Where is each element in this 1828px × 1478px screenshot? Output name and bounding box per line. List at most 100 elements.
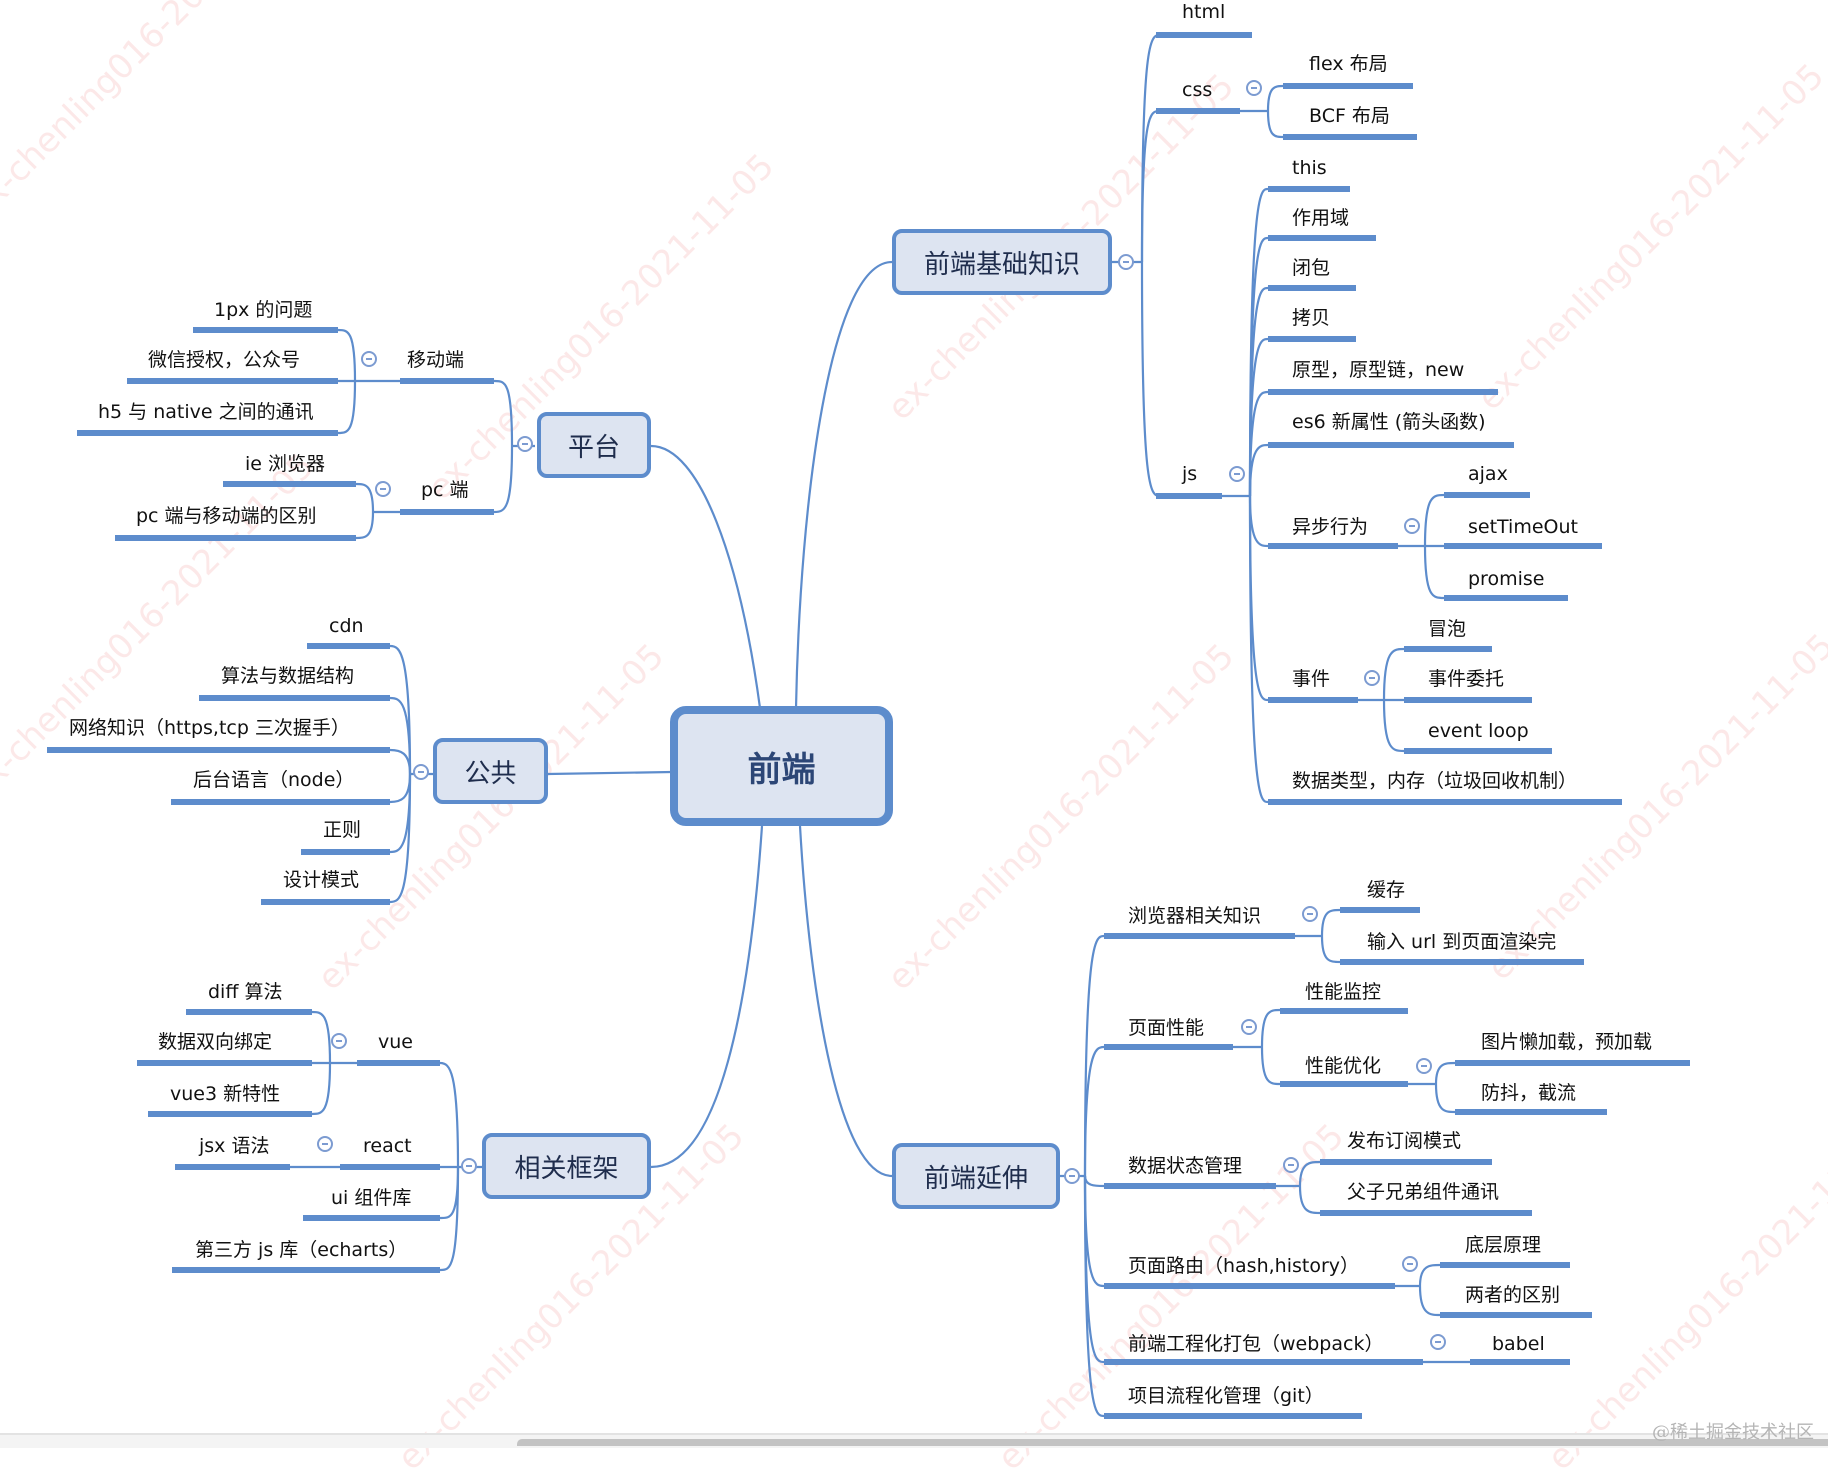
collapse-icon[interactable] [461,1158,477,1174]
node-copy[interactable]: 拷贝 [1292,307,1331,329]
collapse-icon[interactable] [1118,254,1134,270]
node-perf[interactable]: 页面性能 [1128,1017,1205,1039]
horizontal-scrollbar-thumb[interactable] [517,1439,1828,1446]
node-ajax[interactable]: ajax [1468,463,1508,485]
node-bcf[interactable]: BCF 布局 [1309,105,1390,127]
node-mobile[interactable]: 移动端 [407,349,465,371]
node-build[interactable]: 前端工程化打包（webpack） [1128,1333,1384,1355]
collapse-icon[interactable] [1430,1334,1446,1350]
topic-basics[interactable]: 前端基础知识 [892,229,1112,295]
node-h5[interactable]: h5 与 native 之间的通讯 [98,401,314,423]
node-promise[interactable]: promise [1468,568,1545,590]
node-underline [175,1164,290,1170]
collapse-icon[interactable] [1302,906,1318,922]
node-url[interactable]: 输入 url 到页面渲染完 [1367,931,1557,953]
node-css[interactable]: css [1182,79,1213,101]
node-scope[interactable]: 作用域 [1292,207,1350,229]
node-underline [1104,1413,1362,1419]
node-browser[interactable]: 浏览器相关知识 [1128,905,1262,927]
node-html[interactable]: html [1182,1,1226,23]
collapse-icon[interactable] [1416,1058,1432,1074]
node-ie[interactable]: ie 浏览器 [245,453,326,475]
root-topic[interactable]: 前端 [670,706,893,826]
node-bubble[interactable]: 冒泡 [1428,618,1467,640]
topic-common[interactable]: 公共 [433,738,548,804]
topic-frameworks[interactable]: 相关框架 [482,1133,651,1199]
node-underline [1320,1159,1492,1165]
node-difference[interactable]: 两者的区别 [1465,1284,1561,1306]
collapse-icon[interactable] [413,764,429,780]
node-network[interactable]: 网络知识（https,tcp 三次握手） [69,717,350,739]
node-underline [1444,492,1530,498]
node-comm[interactable]: 父子兄弟组件通讯 [1347,1181,1500,1203]
node-events[interactable]: 事件 [1292,668,1331,690]
node-regex[interactable]: 正则 [323,819,362,841]
node-cdn[interactable]: cdn [329,615,364,637]
collapse-icon[interactable] [331,1033,347,1049]
node-pubsub[interactable]: 发布订阅模式 [1347,1130,1462,1152]
node-underline [171,799,390,805]
node-1px[interactable]: 1px 的问题 [214,299,313,321]
node-js[interactable]: js [1182,463,1198,485]
node-async[interactable]: 异步行为 [1292,516,1369,538]
node-flex[interactable]: flex 布局 [1309,53,1388,75]
collapse-icon[interactable] [375,481,391,497]
collapse-icon[interactable] [1241,1019,1257,1035]
node-react[interactable]: react [363,1135,412,1157]
collapse-icon[interactable] [1283,1157,1299,1173]
collapse-icon[interactable] [1064,1168,1080,1184]
node-pattern[interactable]: 设计模式 [283,869,360,891]
collapse-icon[interactable] [1364,670,1380,686]
node-types[interactable]: 数据类型，内存（垃圾回收机制） [1292,770,1578,792]
node-underline [307,643,390,649]
topic-extension-label: 前端延伸 [923,1163,1028,1194]
node-proto[interactable]: 原型，原型链，new [1292,359,1465,381]
node-lazy[interactable]: 图片懒加载，预加载 [1481,1031,1653,1053]
collapse-icon[interactable] [1246,80,1262,96]
node-underline [199,695,390,701]
node-binding[interactable]: 数据双向绑定 [158,1031,273,1053]
node-pcdiff[interactable]: pc 端与移动端的区别 [136,505,317,527]
node-underline [303,1215,440,1221]
topic-extension[interactable]: 前端延伸 [892,1143,1060,1209]
node-underline [1404,697,1532,703]
node-this[interactable]: this [1292,157,1327,179]
collapse-icon[interactable] [317,1136,333,1152]
node-diff[interactable]: diff 算法 [208,981,283,1003]
node-ui[interactable]: ui 组件库 [331,1187,412,1209]
node-wechat[interactable]: 微信授权，公众号 [148,349,301,371]
node-cache[interactable]: 缓存 [1367,879,1406,901]
node-monitor[interactable]: 性能监控 [1305,981,1382,1003]
node-vue[interactable]: vue [378,1031,413,1053]
collapse-icon[interactable] [1404,518,1420,534]
collapse-icon[interactable] [1402,1256,1418,1272]
node-algo[interactable]: 算法与数据结构 [221,665,355,687]
collapse-icon[interactable] [1229,466,1245,482]
node-settimeout[interactable]: setTimeOut [1468,516,1578,538]
node-vue3[interactable]: vue3 新特性 [170,1083,281,1105]
node-babel[interactable]: babel [1492,1333,1545,1355]
node-es6[interactable]: es6 新属性 (箭头函数) [1292,411,1486,433]
node-optimize[interactable]: 性能优化 [1305,1055,1382,1077]
node-underline [1455,1060,1690,1066]
node-eventloop[interactable]: event loop [1428,720,1529,742]
node-state[interactable]: 数据状态管理 [1128,1155,1243,1177]
node-underline [47,747,390,753]
topic-basics-label: 前端基础知识 [923,249,1080,280]
collapse-icon[interactable] [517,436,533,452]
node-third[interactable]: 第三方 js 库（echarts） [195,1239,408,1261]
node-underline [357,1060,440,1066]
node-jsx[interactable]: jsx 语法 [199,1135,270,1157]
node-closure[interactable]: 闭包 [1292,257,1331,279]
collapse-icon[interactable] [361,351,377,367]
node-router[interactable]: 页面路由（hash,history） [1128,1255,1360,1277]
node-git[interactable]: 项目流程化管理（git） [1128,1385,1324,1407]
node-underline [1320,1210,1532,1216]
node-delegate[interactable]: 事件委托 [1428,668,1505,690]
node-pc[interactable]: pc 端 [421,479,469,501]
node-debounce[interactable]: 防抖，截流 [1481,1082,1577,1104]
topic-platform[interactable]: 平台 [537,412,651,478]
node-backend[interactable]: 后台语言（node） [193,769,355,791]
node-principle[interactable]: 底层原理 [1465,1234,1542,1256]
